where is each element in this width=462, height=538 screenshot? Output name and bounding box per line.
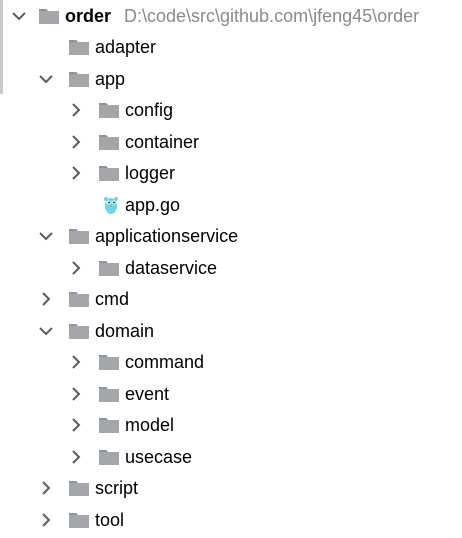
tree-row-applicationservice[interactable]: applicationservice [0, 221, 462, 252]
tree-row-event[interactable]: event [0, 379, 462, 410]
chevron-down-icon[interactable] [38, 228, 54, 244]
tree-label-adapter: adapter [95, 37, 157, 57]
chevron-right-icon[interactable] [68, 449, 84, 465]
tree-label-dataservice: dataservice [125, 258, 218, 278]
tree-row-order[interactable]: order D:\code\src\github.com\jfeng45\ord… [0, 1, 462, 32]
tree-row-config[interactable]: config [0, 95, 462, 126]
tree-row-container[interactable]: container [0, 127, 462, 158]
tree-label-applicationservice: applicationservice [95, 226, 239, 246]
tree-label-domain: domain [95, 321, 155, 341]
tree-row-tool[interactable]: tool [0, 505, 462, 536]
folder-icon [69, 324, 89, 339]
tree-row-app[interactable]: app [0, 64, 462, 95]
chevron-down-icon[interactable] [38, 323, 54, 339]
tree-label-order: order [65, 6, 112, 26]
chevron-right-icon[interactable] [68, 134, 84, 150]
tree-label-script: script [95, 478, 139, 498]
tree-label-usecase: usecase [125, 447, 193, 467]
chevron-right-icon[interactable] [68, 386, 84, 402]
folder-icon [99, 103, 119, 118]
tree-label-app: app [95, 69, 126, 89]
folder-icon [69, 72, 89, 87]
tree-row-command[interactable]: command [0, 347, 462, 378]
tree-row-adapter[interactable]: adapter [0, 32, 462, 63]
tree-label-container: container [125, 132, 200, 152]
chevron-right-icon[interactable] [68, 417, 84, 433]
chevron-right-icon[interactable] [68, 260, 84, 276]
tree-row-model[interactable]: model [0, 410, 462, 441]
tree-label-command: command [125, 352, 205, 372]
tree-row-usecase[interactable]: usecase [0, 442, 462, 473]
tree-label-cmd: cmd [95, 289, 130, 309]
root-path: D:\code\src\github.com\jfeng45\order [124, 6, 420, 26]
folder-icon [99, 135, 119, 150]
tree-label-config: config [125, 100, 174, 120]
folder-icon [99, 166, 119, 181]
folder-icon [99, 261, 119, 276]
folder-icon [69, 229, 89, 244]
chevron-right-icon[interactable] [38, 512, 54, 528]
tree-label-event: event [125, 384, 170, 404]
tree-row-cmd[interactable]: cmd [0, 284, 462, 315]
chevron-right-icon[interactable] [68, 102, 84, 118]
chevron-right-icon[interactable] [38, 480, 54, 496]
folder-icon [69, 481, 89, 496]
folder-icon [69, 292, 89, 307]
folder-icon [99, 355, 119, 370]
tree-row-script[interactable]: script [0, 473, 462, 504]
chevron-down-icon[interactable] [38, 71, 54, 87]
folder-icon [69, 40, 89, 55]
tree-label-tool: tool [95, 510, 125, 530]
chevron-right-icon[interactable] [68, 165, 84, 181]
tree-label-model: model [125, 415, 175, 435]
scrollbar-edge [0, 0, 3, 94]
folder-icon [99, 387, 119, 402]
folder-icon [99, 450, 119, 465]
chevron-down-icon[interactable] [11, 8, 27, 24]
folder-icon [39, 9, 59, 24]
chevron-right-icon[interactable] [68, 354, 84, 370]
chevron-right-icon[interactable] [38, 291, 54, 307]
folder-icon [69, 513, 89, 528]
tree-row-logger[interactable]: logger [0, 158, 462, 189]
tree-label-app-go: app.go [125, 195, 181, 215]
folder-icon [99, 418, 119, 433]
tree-row-app-go[interactable]: app.go [0, 190, 462, 221]
tree-label-logger: logger [125, 163, 176, 183]
go-file-icon [104, 197, 118, 214]
tree-row-domain[interactable]: domain [0, 316, 462, 347]
tree-row-dataservice[interactable]: dataservice [0, 253, 462, 284]
